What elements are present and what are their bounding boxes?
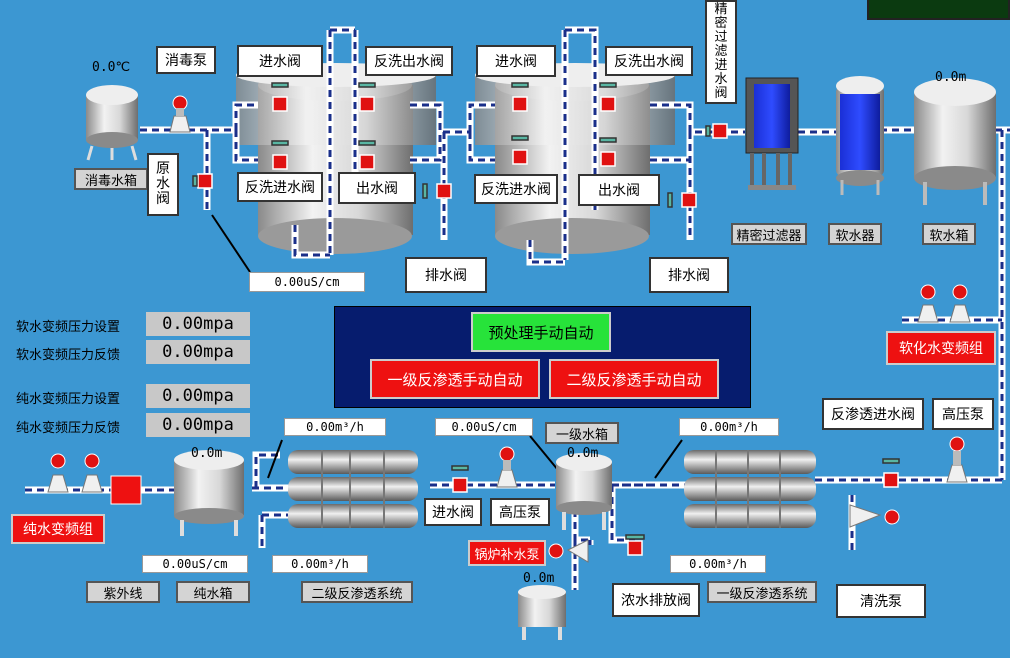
pure-freq-pumps-icon[interactable]	[47, 453, 103, 493]
reading-cond-pre: 0.00uS/cm	[249, 272, 365, 292]
reading-flow-ro2-in: 0.00m³/h	[284, 418, 386, 436]
label-ro-inlet-valve: 反渗透进水阀	[822, 398, 924, 430]
boiler-pump-icon[interactable]	[548, 539, 589, 563]
label-softener: 软水器	[828, 223, 882, 245]
setting-value-input[interactable]: 0.00mpa	[146, 312, 250, 336]
setting-label: 软水变频压力反馈	[16, 348, 121, 363]
pipe-network	[25, 26, 1010, 590]
label-drain-valve-1: 排水阀	[405, 257, 487, 293]
valve-outlet-2-icon[interactable]	[599, 137, 617, 167]
hp-pump-mid-icon[interactable]	[496, 446, 518, 488]
pretreat-mode-button[interactable]: 预处理手动自动	[471, 312, 611, 352]
ro1-mode-button[interactable]: 一级反渗透手动自动	[370, 359, 540, 399]
disinfect-tank	[86, 85, 138, 161]
label-pure-freq-group[interactable]: 纯水变频组	[11, 514, 105, 544]
valve-inlet-2-icon[interactable]	[511, 82, 529, 112]
label-hp-pump-right: 高压泵	[932, 398, 994, 430]
pure-water-tank	[174, 450, 244, 536]
ro1-membranes	[684, 450, 816, 528]
valve-inlet-1-icon[interactable]	[271, 82, 289, 112]
hp-pump-right-icon[interactable]	[946, 436, 968, 483]
label-raw-valve: 原水阀	[147, 153, 179, 216]
reading-cond-pure: 0.00uS/cm	[142, 555, 248, 573]
valve-raw-icon[interactable]	[192, 173, 213, 189]
valve-backwash-out-2-icon[interactable]	[599, 82, 617, 112]
label-tank-level-one: 一级水箱	[545, 422, 619, 444]
reading-disinfect-temp: 0.0℃	[92, 60, 131, 75]
uv-unit	[110, 475, 142, 505]
label-inlet-valve-1: 进水阀	[237, 45, 323, 77]
label-ro2-system: 二级反渗透系统	[301, 581, 413, 603]
label-outlet-valve-2: 出水阀	[578, 174, 660, 206]
label-precision-inlet: 精密过滤进水阀	[705, 0, 737, 104]
label-clean-pump: 清洗泵	[836, 584, 926, 618]
reading-cond-tank1: 0.00uS/cm	[435, 418, 533, 436]
reading-flow-ro1-in: 0.00m³/h	[679, 418, 779, 436]
label-backwash-in-2: 反洗进水阀	[474, 174, 558, 204]
disinfect-pump-icon[interactable]	[169, 95, 191, 133]
valve-drain-1-icon[interactable]	[422, 183, 452, 199]
label-disinfect-tank: 消毒水箱	[74, 168, 148, 190]
valve-inlet-mid-icon[interactable]	[451, 465, 469, 493]
reading-flow-ro2-out: 0.00m³/h	[272, 555, 368, 573]
label-inlet-valve-mid: 进水阀	[424, 498, 482, 526]
reading-tank1-level: 0.0m	[567, 446, 599, 461]
label-uv: 紫外线	[86, 581, 160, 603]
boiler-tank	[518, 585, 566, 640]
label-drain-valve-2: 排水阀	[649, 257, 729, 293]
ro2-mode-button[interactable]: 二级反渗透手动自动	[549, 359, 719, 399]
precision-filter	[745, 77, 799, 190]
reading-pure-tank-level: 0.0m	[191, 446, 223, 461]
setting-label: 纯水变频压力设置	[16, 392, 121, 407]
status-box	[867, 0, 1010, 20]
label-backwash-out-2: 反洗出水阀	[605, 46, 693, 76]
reading-flow-ro1-out: 0.00m³/h	[670, 555, 766, 573]
label-inlet-valve-2: 进水阀	[476, 45, 556, 77]
label-backwash-out-1: 反洗出水阀	[365, 46, 453, 76]
setting-label: 软水变频压力设置	[16, 320, 121, 335]
label-hp-pump-mid: 高压泵	[490, 498, 550, 526]
valve-outlet-1-icon[interactable]	[358, 140, 376, 170]
valve-ro-inlet-icon[interactable]	[882, 458, 900, 488]
soft-freq-pumps-icon[interactable]	[917, 284, 971, 323]
setting-value: 0.00mpa	[146, 413, 250, 437]
label-soft-freq-group[interactable]: 软化水变频组	[886, 331, 996, 365]
valve-conc-drain-icon[interactable]	[625, 534, 645, 556]
valve-backwash-in-1-icon[interactable]	[271, 140, 289, 170]
control-panel: 预处理手动自动 一级反渗透手动自动 二级反渗透手动自动	[334, 306, 751, 408]
signal-line	[654, 439, 683, 479]
valve-backwash-in-2-icon[interactable]	[511, 135, 529, 165]
signal-line	[267, 439, 283, 479]
clean-pump-icon[interactable]	[849, 504, 900, 528]
valve-drain-2-icon[interactable]	[667, 192, 697, 208]
label-precision-filter: 精密过滤器	[731, 223, 807, 245]
soft-water-tank	[914, 78, 996, 205]
label-disinfect-pump: 消毒泵	[156, 46, 216, 74]
setting-value-input[interactable]: 0.00mpa	[146, 384, 250, 408]
signal-line	[529, 435, 559, 471]
setting-value: 0.00mpa	[146, 340, 250, 364]
setting-label: 纯水变频压力反馈	[16, 421, 121, 436]
label-boiler-pump[interactable]: 锅炉补水泵	[468, 540, 546, 566]
carbon-filter-tank	[475, 63, 675, 254]
tank-level-one	[556, 453, 612, 530]
label-pure-tank: 纯水箱	[176, 581, 250, 603]
label-conc-drain: 浓水排放阀	[612, 583, 700, 617]
label-backwash-in-1: 反洗进水阀	[237, 172, 323, 202]
label-ro1-system: 一级反渗透系统	[707, 581, 817, 603]
signal-line	[211, 214, 251, 273]
ro2-membranes	[288, 450, 418, 528]
reading-soft-tank-level: 0.0m	[935, 70, 967, 85]
softener-tank	[836, 76, 884, 195]
label-outlet-valve-1: 出水阀	[338, 172, 416, 204]
valve-backwash-out-1-icon[interactable]	[358, 82, 376, 112]
label-soft-tank: 软水箱	[922, 223, 976, 245]
sand-filter-tank	[236, 63, 436, 254]
valve-precision-inlet-icon[interactable]	[705, 123, 728, 139]
reading-boiler-tank-level: 0.0m	[523, 571, 555, 586]
